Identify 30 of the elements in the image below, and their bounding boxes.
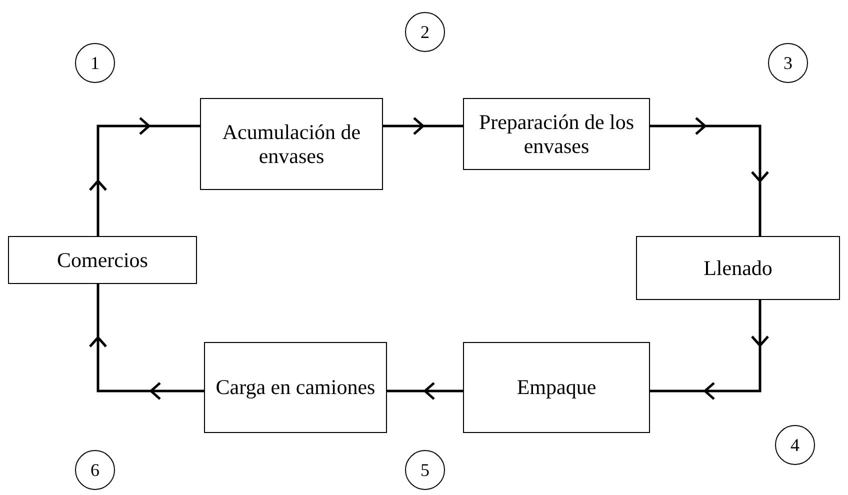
process-label: Empaque — [516, 375, 596, 400]
process-label: Comercios — [57, 248, 148, 272]
arrow — [648, 116, 770, 238]
process-box — [204, 342, 387, 433]
arrow — [88, 116, 202, 238]
arrow — [88, 282, 206, 400]
process-box — [200, 98, 383, 190]
arrow — [382, 116, 464, 136]
process-box — [636, 236, 840, 300]
arrow — [648, 298, 770, 400]
process-label: Llenado — [704, 256, 772, 280]
process-label: Acumulación de envases — [221, 120, 362, 168]
step-number-circle — [75, 450, 115, 490]
step-number: 5 — [420, 460, 430, 480]
process-label: Preparación de los envases — [478, 110, 636, 158]
arrow — [386, 382, 464, 400]
step-number: 2 — [420, 22, 430, 42]
step-number: 6 — [90, 460, 100, 480]
step-number-circle — [405, 12, 445, 52]
step-number-circle — [405, 450, 445, 490]
process-box — [463, 342, 650, 433]
step-number-circle — [768, 43, 808, 83]
step-number: 3 — [784, 52, 792, 74]
step-number-circle — [75, 43, 115, 83]
process-box — [463, 98, 650, 170]
process-label: Carga en camiones — [216, 375, 376, 400]
step-number: 1 — [90, 52, 100, 74]
step-number: 4 — [790, 434, 800, 456]
step-number-circle — [775, 425, 815, 465]
process-box — [8, 236, 197, 284]
